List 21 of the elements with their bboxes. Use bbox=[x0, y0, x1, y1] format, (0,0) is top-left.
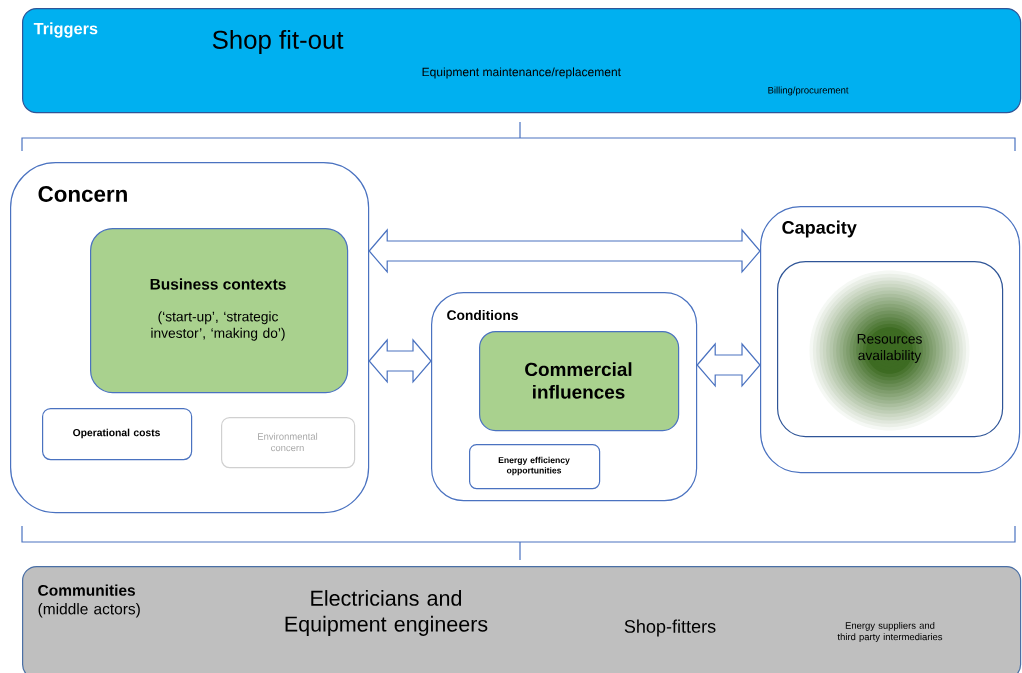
section-heading: Capacity bbox=[782, 220, 857, 238]
rounded-box: Commercial influences bbox=[479, 331, 680, 432]
section-heading: Conditions bbox=[447, 309, 518, 321]
trigger-label: Shop fit-out bbox=[212, 29, 344, 54]
community-label: Energy suppliers and third party intermediaries bbox=[837, 621, 943, 643]
resource-box: Resources availability bbox=[777, 261, 1004, 438]
community-label: Electricians and Equipment engineers bbox=[285, 590, 488, 636]
section-heading: Triggers bbox=[33, 22, 98, 38]
rounded-box: Operational costs bbox=[42, 408, 193, 461]
double-arrow bbox=[368, 228, 761, 274]
double-arrow bbox=[368, 338, 432, 384]
section-heading: Concern bbox=[38, 186, 127, 202]
trigger-label: Billing/procurement bbox=[768, 86, 849, 96]
rounded-box: Energy efficiency opportunities bbox=[469, 444, 601, 490]
box-subtitle: (‘start-up’, ‘strategic investor’, ‘making do’) bbox=[151, 311, 285, 341]
community-label: Shop-fitters bbox=[624, 619, 716, 637]
trigger-label: Equipment maintenance/replacement bbox=[422, 67, 621, 79]
double-arrow bbox=[696, 342, 761, 388]
rounded-box: Environmental concern bbox=[221, 417, 356, 469]
community-heading: Communities (middle actors) bbox=[38, 584, 140, 618]
box-heading: Business contexts bbox=[150, 278, 286, 290]
